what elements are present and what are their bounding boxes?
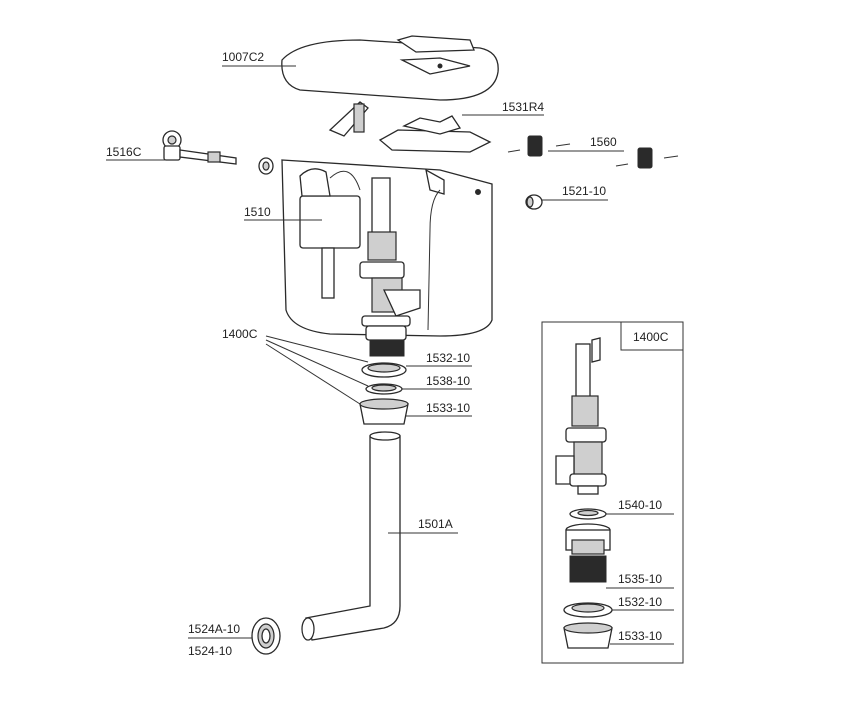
label-plug: 1521-10 bbox=[562, 184, 606, 198]
label-detail-cone: 1533-10 bbox=[618, 629, 662, 643]
fill-valve bbox=[299, 168, 361, 299]
label-detail-thread: 1535-10 bbox=[618, 572, 662, 586]
detail-box bbox=[541, 321, 684, 664]
leader-flush-valve-3 bbox=[265, 343, 361, 405]
label-inlet: 1516C bbox=[106, 145, 142, 159]
pipe-connector bbox=[251, 617, 281, 655]
label-cone-washer: 1533-10 bbox=[426, 401, 470, 415]
cistern-lid bbox=[281, 35, 499, 101]
detail-cone bbox=[563, 622, 613, 649]
plug bbox=[525, 194, 543, 210]
detail-flush-valve bbox=[555, 337, 607, 495]
label-pipe-connector-a: 1524A-10 bbox=[188, 622, 240, 636]
label-detail-washer: 1540-10 bbox=[618, 498, 662, 512]
inlet-connector bbox=[162, 130, 274, 175]
bolt-set bbox=[507, 135, 679, 169]
detail-title-box bbox=[620, 321, 684, 351]
detail-thread bbox=[565, 523, 611, 583]
push-button-mechanism bbox=[328, 101, 492, 153]
detail-washer bbox=[569, 508, 607, 520]
cone-washer bbox=[359, 398, 409, 425]
label-push-button: 1531R4 bbox=[502, 100, 544, 114]
label-bolt-set: 1560 bbox=[590, 135, 617, 149]
label-detail-nut: 1532-10 bbox=[618, 595, 662, 609]
label-nut-top: 1532-10 bbox=[426, 351, 470, 365]
detail-title: 1400C bbox=[633, 330, 669, 344]
label-pipe-connector-b: 1524-10 bbox=[188, 644, 232, 658]
detail-nut bbox=[563, 602, 613, 618]
label-flush-valve: 1400C bbox=[222, 327, 258, 341]
flush-pipe bbox=[301, 431, 401, 641]
label-lid: 1007C2 bbox=[222, 50, 264, 64]
washer-top bbox=[365, 383, 403, 395]
nut-top bbox=[361, 362, 407, 378]
label-washer-top: 1538-10 bbox=[426, 374, 470, 388]
leader-flush-valve-2 bbox=[265, 339, 369, 387]
label-fill-valve: 1510 bbox=[244, 205, 271, 219]
leader-flush-valve-1 bbox=[265, 335, 369, 363]
label-flush-pipe: 1501A bbox=[418, 517, 453, 531]
flush-valve-installed bbox=[359, 177, 421, 357]
